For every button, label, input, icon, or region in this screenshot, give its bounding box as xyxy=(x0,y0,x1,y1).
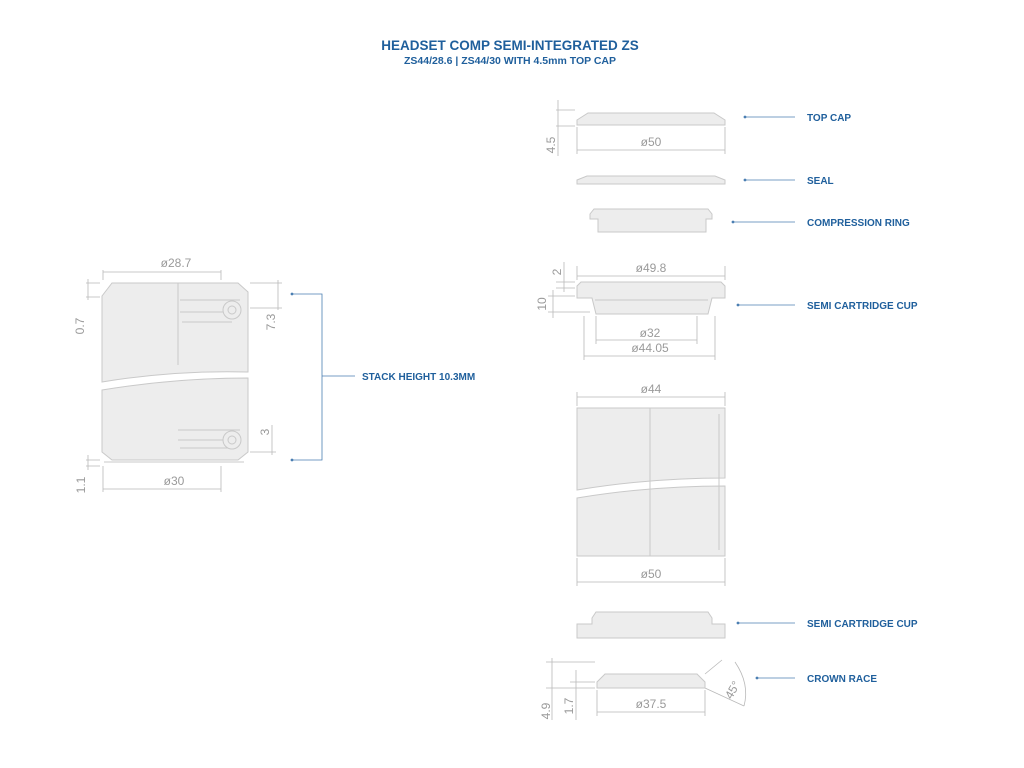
crown-race: 4.9 1.7 ø37.5 45° CROWN RACE xyxy=(539,658,877,720)
compression-ring: COMPRESSION RING xyxy=(589,208,910,233)
drawing-title: HEADSET COMP SEMI-INTEGRATED ZS xyxy=(381,38,639,53)
dim-assembly-07: 0.7 xyxy=(73,317,87,334)
label-stack-height: STACK HEIGHT 10.3MM xyxy=(362,372,475,383)
upper-cup: ø49.8 2 10 ø32 ø44.05 SEMI CARTRIDGE CUP xyxy=(535,261,918,360)
assembly-view: ø28.7 0.7 7.3 3 1.1 ø30 STACK HEIGHT 10.… xyxy=(73,256,475,493)
dim-assembly-top-dia: ø28.7 xyxy=(161,256,192,270)
dim-crown-17: 1.7 xyxy=(562,697,576,714)
label-top-cap: TOP CAP xyxy=(807,113,851,124)
assembly-upper-body xyxy=(101,282,249,383)
dim-cup-10: 10 xyxy=(535,297,549,311)
dim-cup-top-dia: ø49.8 xyxy=(636,261,667,275)
top-cap: 4.5 ø50 TOP CAP xyxy=(544,100,851,156)
dim-topcap-height: 4.5 xyxy=(544,136,558,153)
dim-assembly-bottom-dia: ø30 xyxy=(164,474,185,488)
dim-assembly-73: 7.3 xyxy=(264,313,278,330)
dim-headtube-bottom-dia: ø50 xyxy=(641,567,662,581)
seal: SEAL xyxy=(576,175,834,187)
dim-topcap-dia: ø50 xyxy=(641,135,662,149)
dim-cup-inner-dia: ø32 xyxy=(640,326,661,340)
head-tube: ø44 ø50 xyxy=(576,382,726,586)
drawing-subtitle: ZS44/28.6 | ZS44/30 WITH 4.5mm TOP CAP xyxy=(404,55,616,67)
dim-cup-outer-dia: ø44.05 xyxy=(631,341,669,355)
dim-crown-49: 4.9 xyxy=(539,702,553,719)
label-semi-cartridge-cup-upper: SEMI CARTRIDGE CUP xyxy=(807,301,918,312)
dim-cup-2: 2 xyxy=(550,268,564,275)
label-semi-cartridge-cup-lower: SEMI CARTRIDGE CUP xyxy=(807,619,918,630)
label-crown-race: CROWN RACE xyxy=(807,674,877,685)
dim-crown-angle: 45° xyxy=(722,678,743,701)
dim-crown-dia: ø37.5 xyxy=(636,697,667,711)
dim-assembly-11: 1.1 xyxy=(74,476,88,493)
dim-assembly-3: 3 xyxy=(258,428,272,435)
dim-headtube-top-dia: ø44 xyxy=(641,382,662,396)
label-compression-ring: COMPRESSION RING xyxy=(807,218,910,229)
label-seal: SEAL xyxy=(807,176,834,187)
lower-cup: SEMI CARTRIDGE CUP xyxy=(576,611,918,639)
